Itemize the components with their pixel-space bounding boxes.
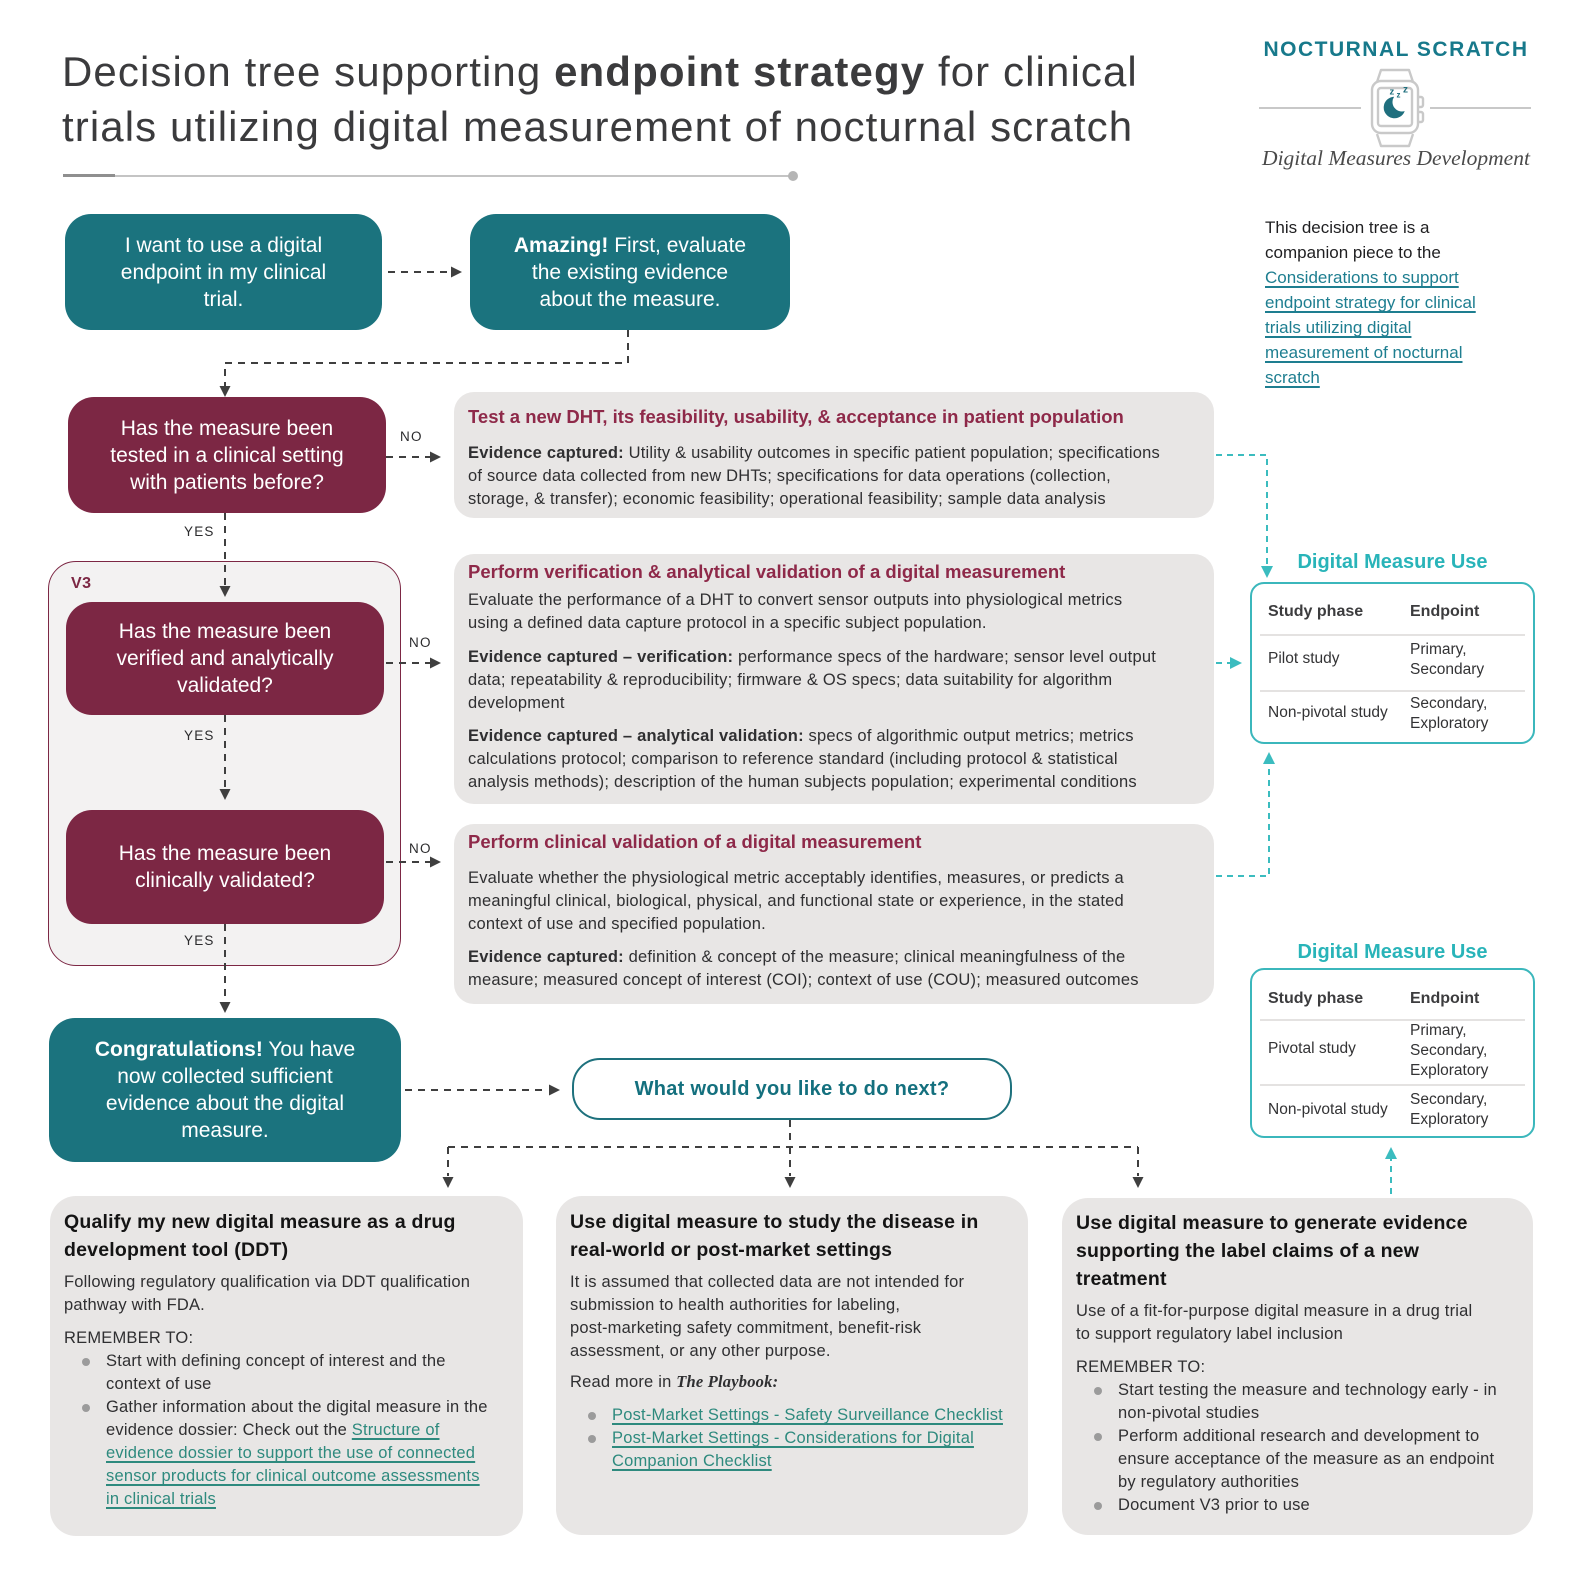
svg-text:z: z	[1390, 87, 1395, 98]
svg-text:z: z	[1397, 91, 1401, 100]
svg-text:z: z	[1403, 85, 1408, 96]
